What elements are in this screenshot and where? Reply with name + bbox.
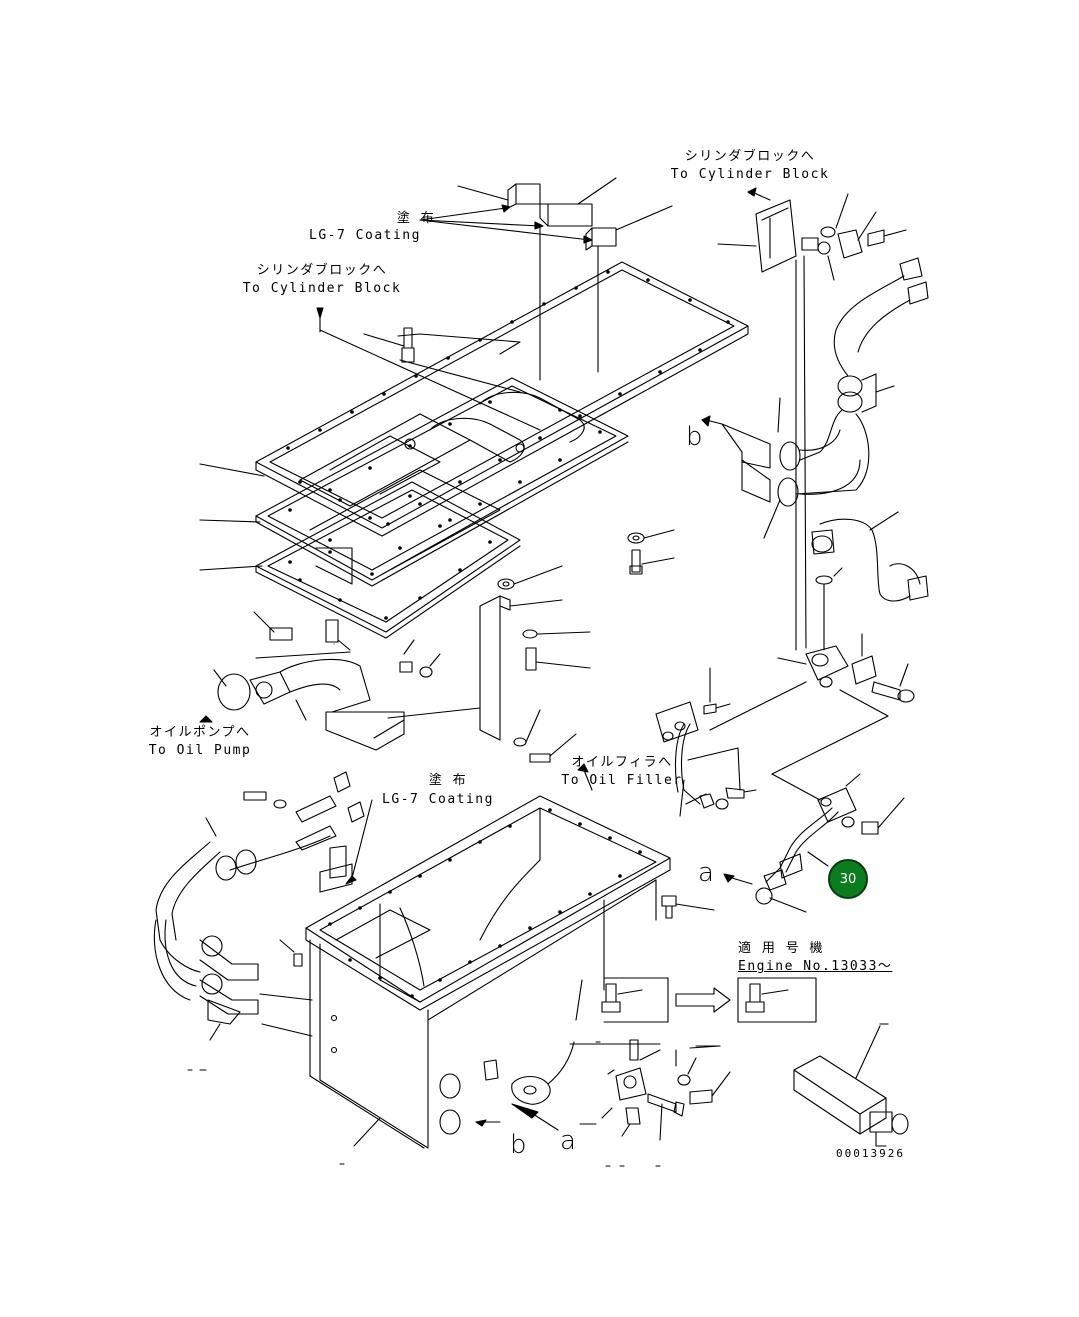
inset-boxes: [575, 977, 817, 1023]
applicable-label-jp: 適 用 号 機: [738, 941, 824, 956]
filler-pipe: [655, 667, 757, 817]
view-letter-b-upper: b: [686, 422, 703, 452]
oil-filler-label-jp: オイルフィラへ: [571, 755, 673, 770]
pipe-30: [723, 773, 905, 913]
minor-marks: [187, 1023, 889, 1167]
oil-pump-label-en: To Oil Pump: [148, 743, 252, 758]
arrows: [577, 187, 771, 791]
coating-label-top-jp: 塗 布: [396, 211, 436, 226]
oil-pan: [305, 795, 671, 1149]
coating-blocks: [419, 177, 673, 381]
right-assembly: [701, 193, 929, 651]
bottom-fittings: [483, 1039, 731, 1141]
pan-bolt-holes: [328, 808, 642, 998]
leader-lines-left: [199, 307, 541, 571]
suction-elbow: [199, 611, 441, 751]
cylinder-block-left-en: To Cylinder Block: [242, 281, 402, 296]
part-callout-30[interactable]: 30: [828, 859, 868, 899]
oil-filler-label-en: To Oil Filler: [561, 773, 683, 788]
small-fasteners-center: [497, 529, 675, 590]
cylinder-block-right-jp: シリンダブロックへ: [684, 149, 816, 164]
gasket-lower: [255, 481, 521, 639]
guide-tube: [793, 1025, 909, 1147]
bolt-top: [401, 327, 415, 363]
gasket-middle: [255, 377, 629, 587]
bracket-center: [333, 595, 591, 763]
view-letter-a-lower: a: [560, 1126, 576, 1156]
coating-label-top-en: LG-7 Coating: [309, 228, 421, 243]
view-letter-b-lower: b: [510, 1130, 527, 1160]
harness-left: [153, 771, 373, 1041]
bolt-holes: [286, 270, 730, 620]
drawing-number: 00013926: [836, 1147, 905, 1160]
cylinder-block-right-en: To Cylinder Block: [670, 167, 830, 182]
pan-side-bolt: [603, 895, 715, 991]
oil-pump-label-jp: オイルポンプへ: [149, 725, 251, 740]
coating-label-mid-jp: 塗 布: [428, 773, 468, 788]
engine-number-label: Engine No.13033〜: [738, 959, 893, 974]
view-letter-a-right: a: [698, 858, 714, 888]
top-plate: [255, 261, 749, 537]
cylinder-block-left-jp: シリンダブロックへ: [256, 263, 388, 278]
sensor-connector: [811, 511, 929, 651]
coating-label-mid-en: LG-7 Coating: [382, 792, 494, 807]
tee-fitting: [709, 633, 915, 801]
